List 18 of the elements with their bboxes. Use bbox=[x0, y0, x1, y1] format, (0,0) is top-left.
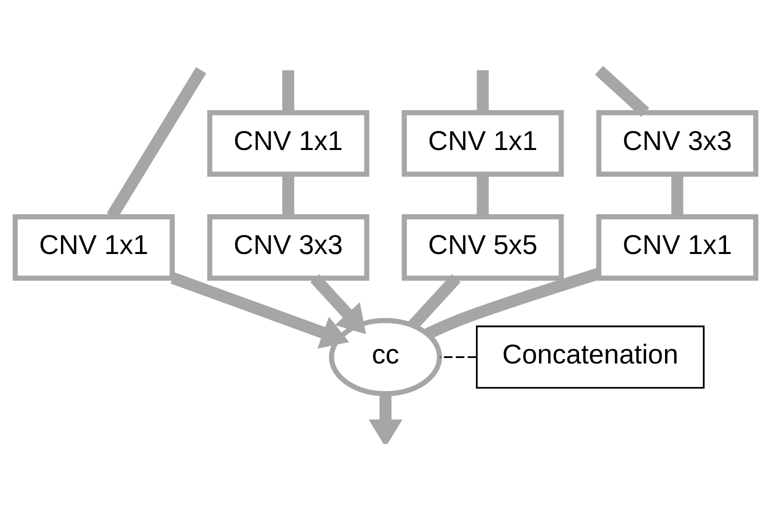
connector bbox=[408, 274, 461, 330]
node-box: CNV 5x5 bbox=[402, 214, 564, 280]
connector bbox=[476, 174, 489, 216]
node-box: CNV 1x1 bbox=[207, 110, 370, 176]
connector bbox=[595, 65, 650, 116]
connector bbox=[440, 356, 476, 358]
node-box: CNV 1x1 bbox=[12, 214, 175, 280]
connector bbox=[282, 174, 294, 216]
node-ellipse: cc bbox=[328, 317, 442, 396]
connector bbox=[671, 174, 684, 216]
connector bbox=[476, 70, 489, 112]
node-box: CNV 1x1 bbox=[596, 214, 758, 280]
node-box: CNV 3x3 bbox=[207, 214, 370, 280]
node-box: CNV 1x1 bbox=[402, 110, 564, 176]
node-box: CNV 3x3 bbox=[596, 110, 758, 176]
arrow bbox=[170, 272, 350, 348]
connector bbox=[282, 70, 294, 112]
node-box: Concatenation bbox=[476, 325, 705, 388]
